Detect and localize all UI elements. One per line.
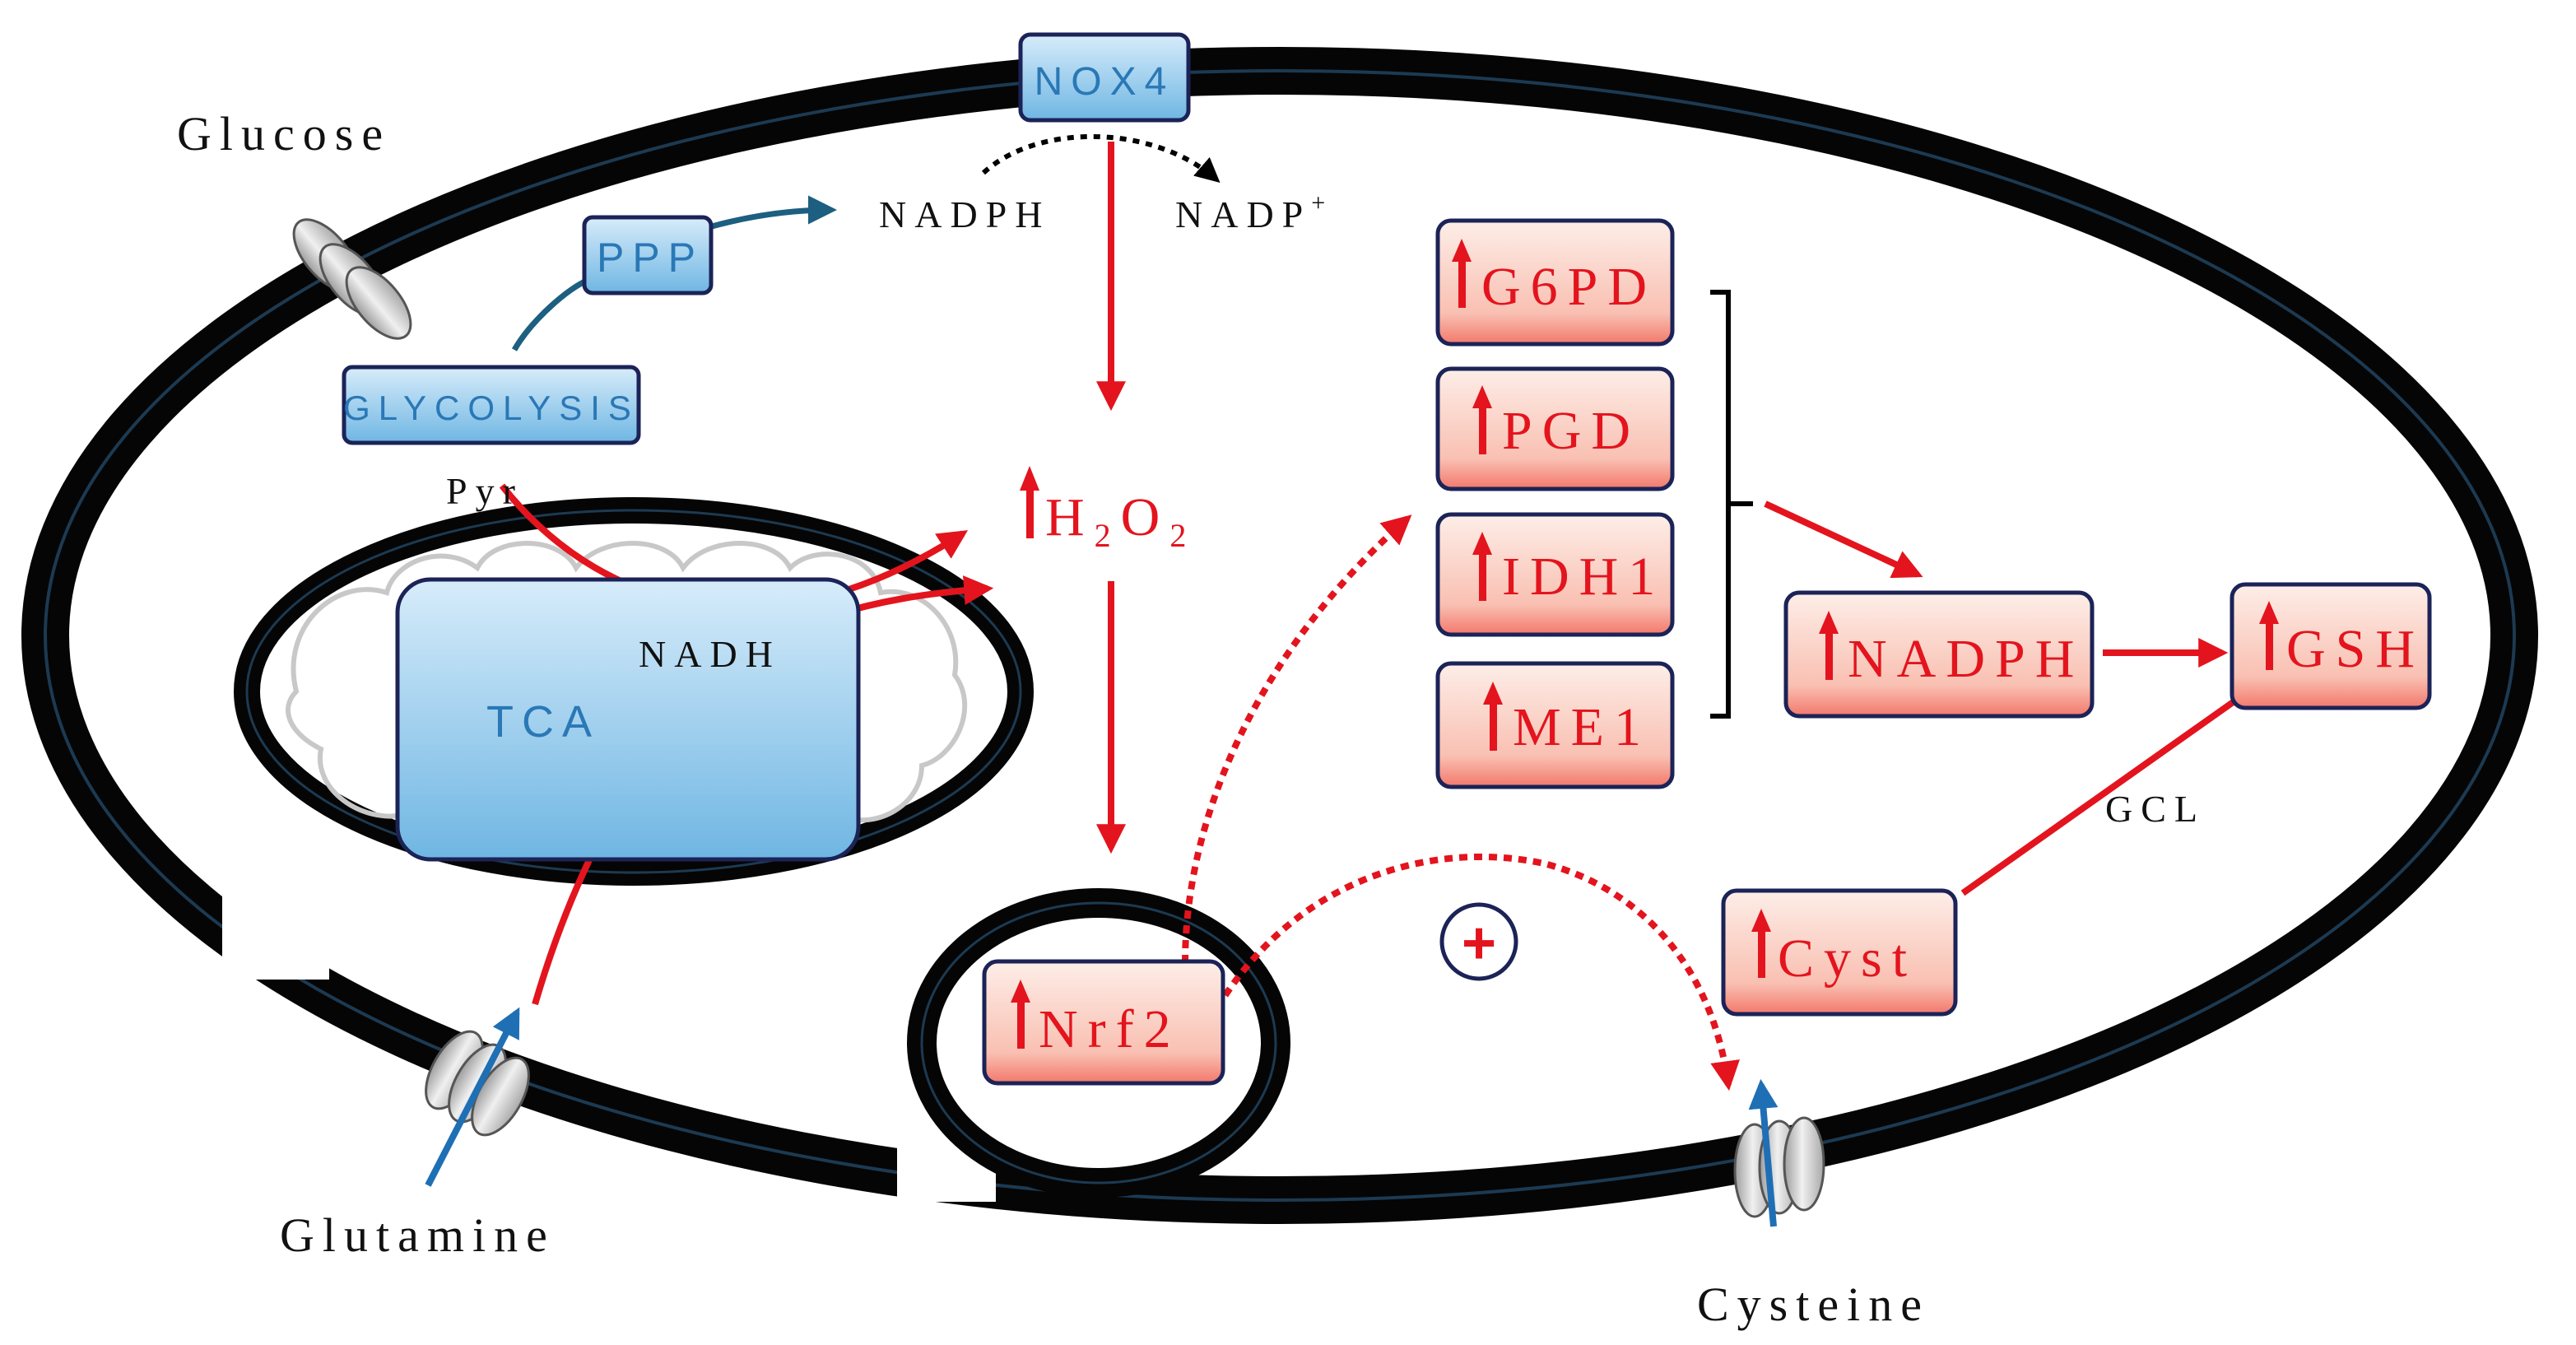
up-arrow-icon <box>1483 682 1503 751</box>
nox4-label: NOX4 <box>1035 60 1175 104</box>
up-arrow-icon <box>1011 980 1030 1049</box>
enzyme-group-bracket <box>1710 290 1753 719</box>
glucose-label: Glucose <box>177 107 391 161</box>
cyst-to-gsh-arrow <box>1960 671 2276 896</box>
idh1-box: IDH1 <box>1435 512 1675 637</box>
g6pd-box: G6PD <box>1435 218 1675 347</box>
cysteine-uptake-arrow <box>1748 1078 1779 1227</box>
nrf2-to-enzymes-arrow <box>1182 514 1412 964</box>
nrf2-to-cysteine-arrow <box>1207 854 1740 1091</box>
nadph-to-nadp-arrow <box>981 133 1221 183</box>
glycolysis-box: GLYCOLYSIS <box>342 365 641 445</box>
pyr-label: Pyr <box>446 470 523 512</box>
me1-box: ME1 <box>1435 661 1675 789</box>
ppp-box: PPP <box>582 215 714 296</box>
ppp-label: PPP <box>597 235 704 281</box>
gsh-box: GSH <box>2230 582 2432 710</box>
up-arrow-icon <box>1472 532 1492 601</box>
h2o2-label: H2O2 <box>1020 466 1196 554</box>
gsh-label: GSH <box>2286 619 2425 679</box>
up-arrow-icon <box>1751 909 1771 978</box>
gcl-label: GCL <box>2105 788 2206 830</box>
svg-text:H2O2: H2O2 <box>1045 487 1196 554</box>
nrf2-label: Nrf2 <box>1039 999 1181 1059</box>
nadp-plus-text: NADP+ <box>1175 189 1333 235</box>
cysteine-transporter-icon <box>1733 1116 1825 1218</box>
glycolysis-ppp-arrow <box>511 210 831 351</box>
up-arrow-icon <box>1020 466 1039 538</box>
me1-label: ME1 <box>1513 697 1651 757</box>
pgd-box: PGD <box>1435 366 1675 491</box>
idh1-label: IDH1 <box>1502 547 1665 607</box>
tca-label: TCA <box>486 697 600 747</box>
glutamine-label: Glutamine <box>280 1208 556 1262</box>
nrf2-box: Nrf2 <box>982 959 1225 1086</box>
enzymes-to-nadph-arrow <box>1764 500 1923 579</box>
positive-regulation-icon: + <box>1439 902 1518 981</box>
nadph-text: NADPH <box>879 193 1050 235</box>
nox4-box: NOX4 <box>1018 32 1191 123</box>
glycolysis-label: GLYCOLYSIS <box>343 389 639 427</box>
cyst-box: Cyst <box>1721 888 1958 1017</box>
cell-membrane <box>21 47 2538 1224</box>
cysteine-label: Cysteine <box>1697 1278 1930 1331</box>
up-arrow-icon <box>2259 601 2279 670</box>
nadph-box: NADPH <box>1783 590 2095 719</box>
up-arrow-icon <box>1452 239 1472 308</box>
pgd-label: PGD <box>1502 401 1640 461</box>
cyst-label: Cyst <box>1778 928 1917 989</box>
glutamine-uptake-arrow <box>425 1007 520 1187</box>
nadh-label: NADH <box>639 633 781 675</box>
glucose-transporter-icon <box>292 218 412 340</box>
svg-text:+: + <box>1462 910 1496 976</box>
up-arrow-icon <box>1819 611 1839 680</box>
g6pd-label: G6PD <box>1481 257 1657 317</box>
up-arrow-icon <box>1472 385 1492 454</box>
tca-box: TCA <box>395 577 861 862</box>
nadph-label: NADPH <box>1848 629 2084 689</box>
